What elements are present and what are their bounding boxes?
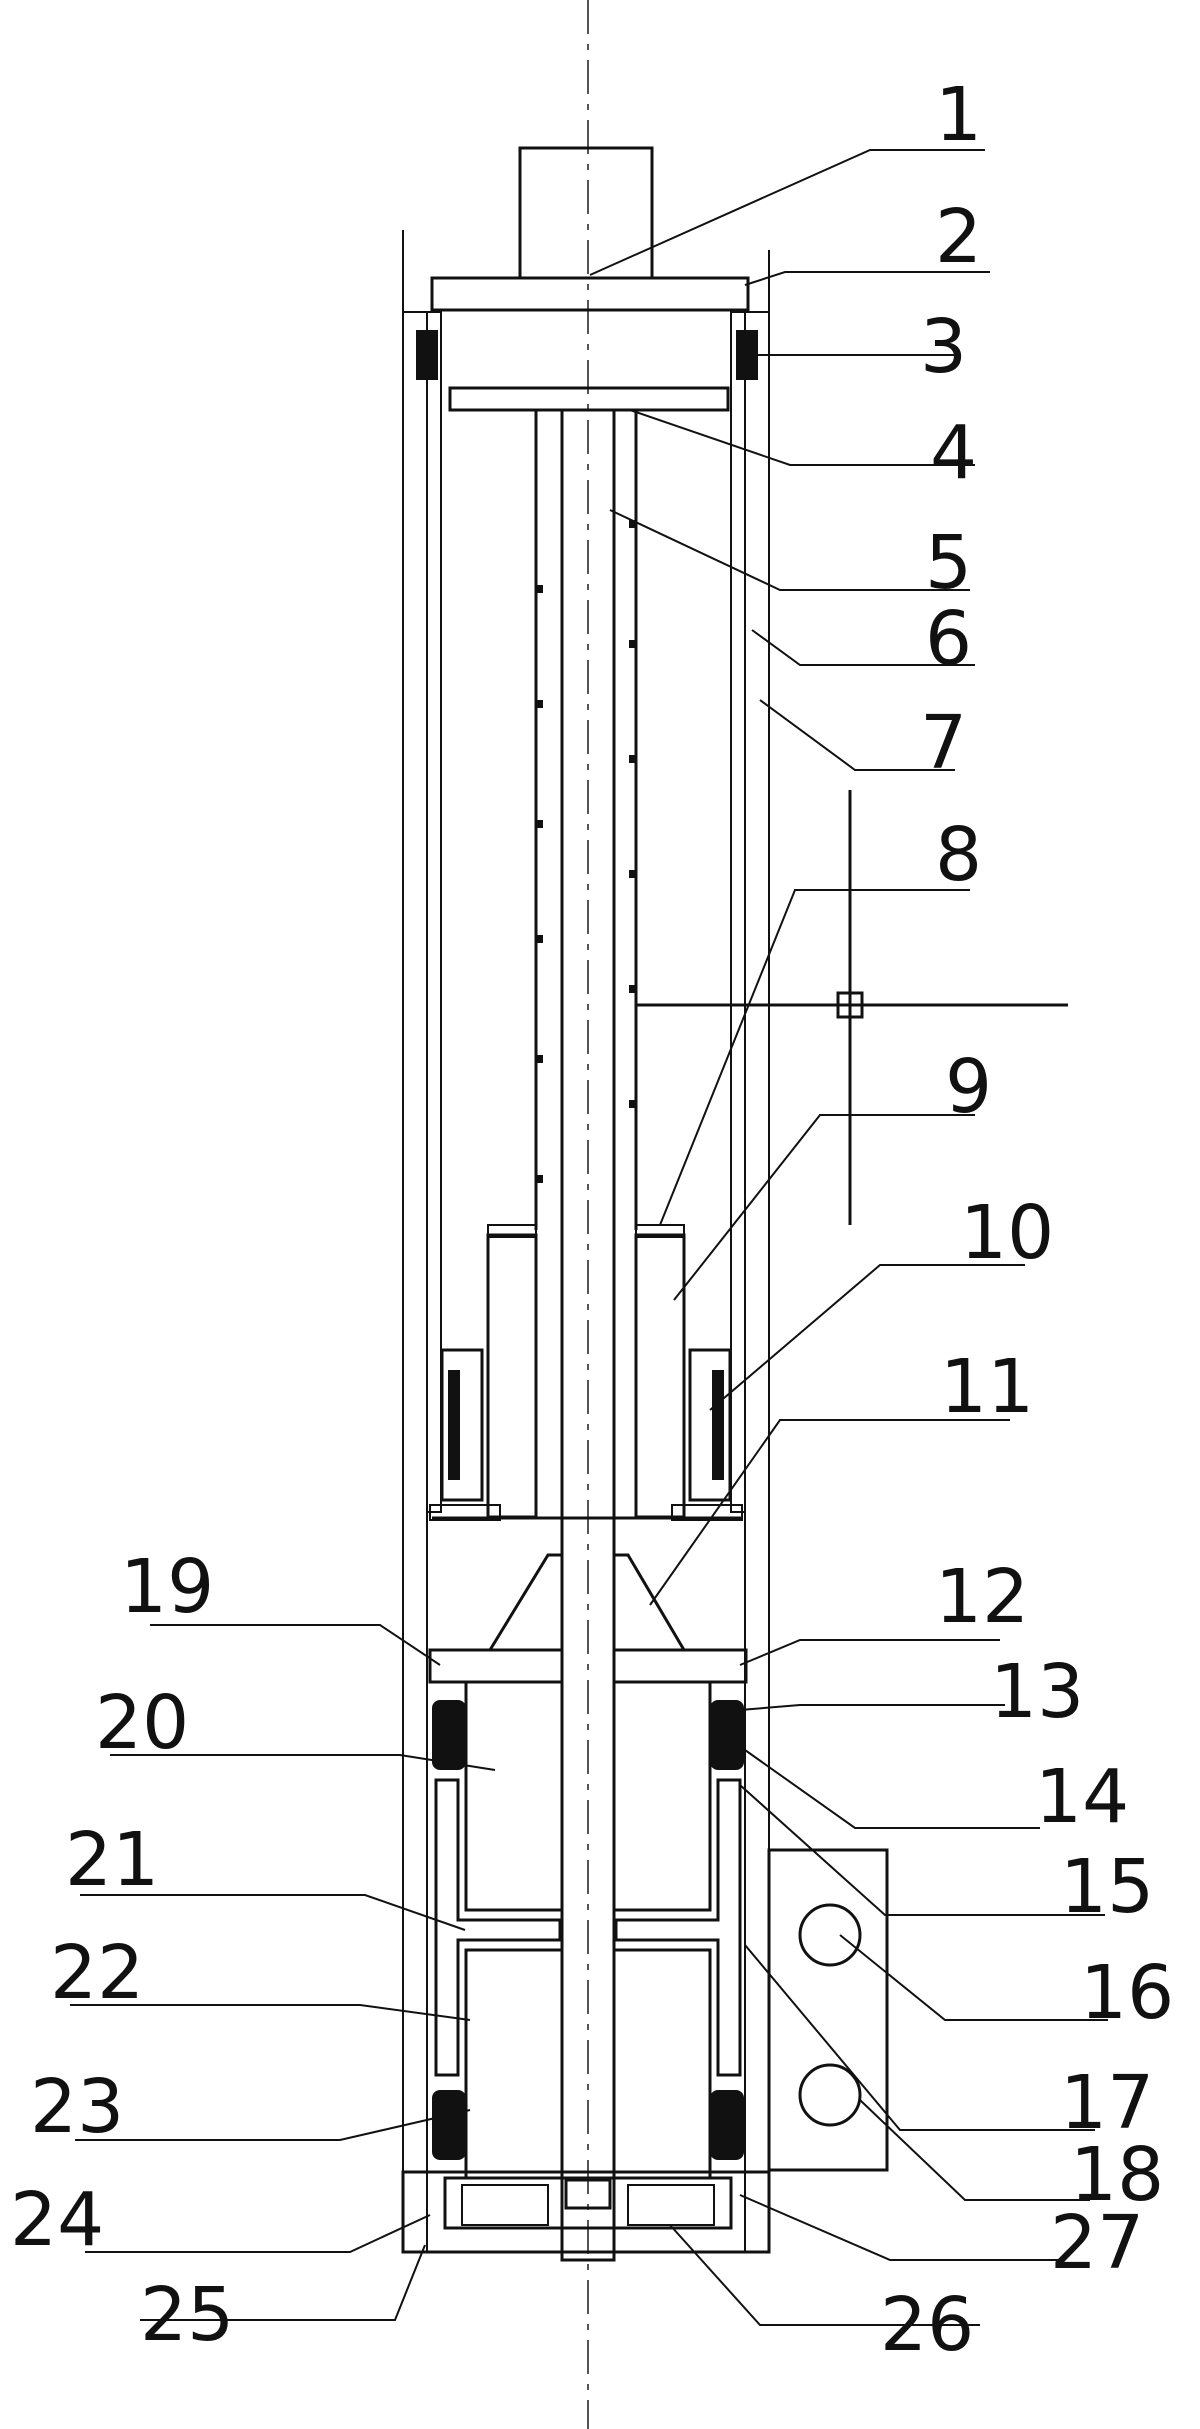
lower-valve-body-right — [612, 1948, 712, 2180]
label-7: 7 — [920, 700, 967, 786]
label-12: 12 — [935, 1554, 1029, 1640]
upper-valve-body-right — [612, 1680, 712, 1912]
part-labels: 1 2 3 4 5 6 7 8 9 10 11 12 13 14 15 16 1… — [10, 72, 1174, 2368]
label-17: 17 — [1060, 2060, 1154, 2146]
label-14: 14 — [1035, 1754, 1129, 1840]
piston-base-right — [671, 1504, 743, 1521]
upper-valve-body-left — [464, 1680, 564, 1912]
label-24: 24 — [10, 2177, 104, 2263]
label-13: 13 — [990, 1649, 1084, 1735]
label-26: 26 — [880, 2282, 974, 2368]
lower-piston-block-left — [486, 1233, 538, 1519]
label-6: 6 — [925, 596, 972, 682]
outer-cylinder-left-wall — [402, 311, 428, 2253]
partition-plate-left — [428, 1648, 564, 1684]
label-22: 22 — [50, 1930, 144, 2016]
section-indicator-square — [836, 991, 864, 1019]
label-27: 27 — [1050, 2200, 1144, 2286]
piston-cap-left — [487, 1224, 537, 1238]
mount-hole-lower — [798, 2063, 862, 2127]
lower-seal-right — [710, 2090, 744, 2160]
bottom-base — [401, 2170, 771, 2254]
label-2: 2 — [935, 194, 982, 280]
top-seal-left — [416, 330, 438, 380]
label-19: 19 — [120, 1544, 214, 1630]
flow-cone-right — [612, 1553, 687, 1652]
bottom-seal-left — [461, 2184, 549, 2226]
bottom-chamber — [443, 2176, 733, 2230]
label-16: 16 — [1080, 1950, 1174, 2036]
lower-piston-block-right — [634, 1233, 686, 1519]
label-10: 10 — [960, 1190, 1054, 1276]
bottom-seal-right — [627, 2184, 715, 2226]
label-5: 5 — [925, 520, 972, 606]
inner-cylinder-right-wall — [730, 311, 746, 1513]
outer-cylinder-right-wall — [744, 311, 770, 2253]
flow-cone-left — [487, 1553, 564, 1652]
coil-right — [688, 1348, 732, 1502]
partition-plate-right — [612, 1648, 748, 1684]
mount-hole-upper — [798, 1903, 862, 1967]
coil-left-core — [448, 1370, 460, 1480]
label-15: 15 — [1060, 1844, 1154, 1930]
label-3: 3 — [920, 304, 967, 390]
inner-cylinder-left-wall — [426, 311, 442, 1513]
label-20: 20 — [95, 1680, 189, 1766]
flow-channel-left — [434, 1778, 562, 2077]
flow-channel-right — [614, 1778, 742, 2077]
label-1: 1 — [935, 72, 982, 158]
lower-seal-left — [432, 2090, 466, 2160]
coil-left — [440, 1348, 484, 1502]
coil-right-core — [712, 1370, 724, 1480]
guide-rod-ticks — [537, 520, 635, 1183]
upper-seal-left — [432, 1700, 466, 1770]
label-9: 9 — [945, 1044, 992, 1130]
top-seal-right — [736, 330, 758, 380]
label-18: 18 — [1070, 2132, 1164, 2218]
piston-base-left — [429, 1504, 501, 1521]
mounting-bracket — [767, 1848, 889, 2172]
bottom-valve-plug — [564, 2178, 612, 2210]
lower-valve-body-left — [464, 1948, 564, 2180]
top-plate — [430, 276, 750, 312]
label-25: 25 — [140, 2272, 234, 2358]
label-8: 8 — [935, 812, 982, 898]
upper-seal-right — [710, 1700, 744, 1770]
label-11: 11 — [940, 1344, 1034, 1430]
top-cap — [518, 146, 654, 280]
leader-lines — [70, 149, 1108, 2326]
piston-rod — [560, 408, 616, 2262]
label-23: 23 — [30, 2064, 124, 2150]
label-4: 4 — [930, 410, 977, 496]
label-21: 21 — [65, 1817, 159, 1903]
